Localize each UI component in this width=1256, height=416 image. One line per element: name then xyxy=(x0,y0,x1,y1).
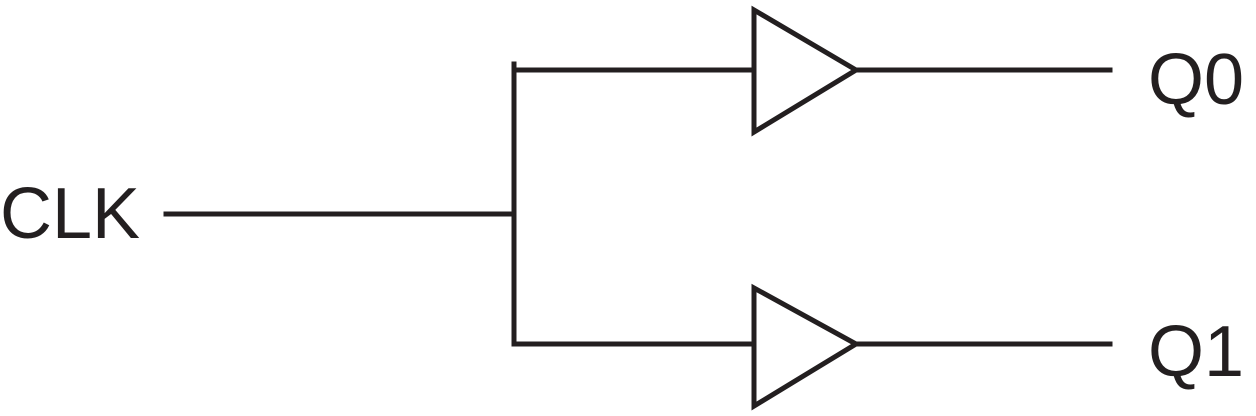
output-label-q1: Q1 xyxy=(1148,312,1244,392)
input-label-clk: CLK xyxy=(0,174,140,254)
buffer-q1-symbol xyxy=(751,283,861,411)
output-label-q0: Q0 xyxy=(1148,40,1244,120)
buffer-q0-symbol xyxy=(751,5,861,137)
